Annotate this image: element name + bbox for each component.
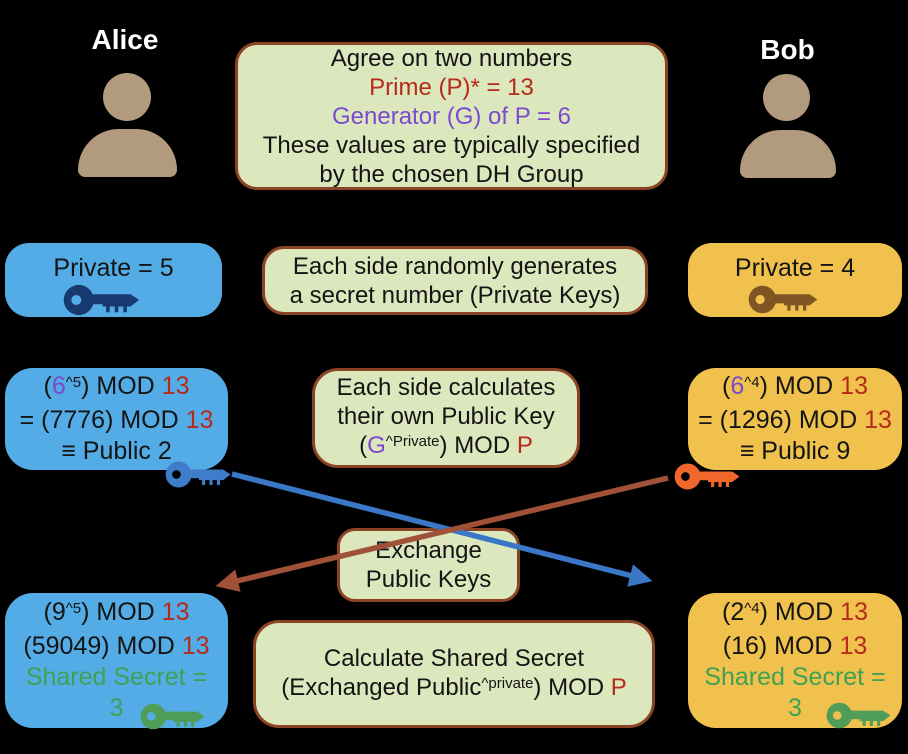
alice-public-formula: (6^5) MOD 13 [43,372,190,400]
generate-private-box: Each side randomly generates a secret nu… [262,246,648,315]
agree-numbers-box: Agree on two numbers Prime (P)* = 13 Gen… [235,42,668,190]
bob-private-value: Private = 4 [734,254,856,282]
alice-secret-formula: (9^5) MOD 13 [43,598,190,626]
alice-private-value: Private = 5 [53,254,174,282]
bob-private-key-icon [748,285,818,314]
agree-line-1: Agree on two numbers [330,44,573,72]
alice-shared-secret-box: (9^5) MOD 13 (59049) MOD 13 Shared Secre… [5,593,228,728]
alice-label: Alice [91,24,159,55]
bob-secret-label: Shared Secret = [704,663,886,691]
bob-public-key-icon [674,463,740,490]
bob-public-step: = (1296) MOD 13 [698,406,892,434]
agree-line-5: by the chosen DH Group [319,160,584,188]
agree-line-prime: Prime (P)* = 13 [369,73,534,101]
generate-line-1: Each side randomly generates [292,252,618,280]
calc-public-line-2: their own Public Key [337,403,555,430]
bob-secret-formula: (2^4) MOD 13 [722,598,868,626]
alice-secret-value: 3 [109,694,124,722]
bob-secret-step: (16) MOD 13 [722,632,868,660]
bob-public-formula: (6^4) MOD 13 [722,372,868,400]
agree-line-4: These values are typically specified [262,131,641,159]
alice-shared-key-icon [140,703,205,730]
exchange-line-1: Exchange [375,537,482,564]
bob-shared-key-icon [826,702,891,729]
alice-public-key-box: (6^5) MOD 13 = (7776) MOD 13 ≡ Public 2 [5,368,228,470]
calc-public-formula: (G^Private) MOD P [359,432,533,459]
calc-secret-line-1: Calculate Shared Secret [323,644,585,672]
agree-line-generator: Generator (G) of P = 6 [331,102,571,130]
bob-shared-secret-box: (2^4) MOD 13 (16) MOD 13 Shared Secret =… [688,593,902,728]
bob-public-key-box: (6^4) MOD 13 = (1296) MOD 13 ≡ Public 9 [688,368,902,470]
bob-label: Bob [760,34,815,65]
exchange-line-2: Public Keys [365,566,492,593]
alice-private-key-icon [63,284,140,316]
alice-secret-step: (59049) MOD 13 [23,632,210,660]
alice-secret-label: Shared Secret = [25,663,208,691]
calc-public-line-1: Each side calculates [336,374,556,401]
calc-secret-formula: (Exchanged Public^private) MOD P [281,673,627,701]
bob-private-key-box: Private = 4 [688,243,902,317]
alice-public-step: = (7776) MOD 13 [19,406,214,434]
generate-line-2: a secret number (Private Keys) [289,281,621,309]
calc-shared-secret-box: Calculate Shared Secret (Exchanged Publi… [253,620,655,728]
alice-public-key-icon [165,461,231,488]
calc-public-key-box: Each side calculates their own Public Ke… [312,368,580,468]
bob-secret-value: 3 [788,694,802,722]
bob-public-result: ≡ Public 9 [739,437,851,465]
exchange-public-keys-box: Exchange Public Keys [337,528,520,602]
alice-public-result: ≡ Public 2 [61,437,172,465]
